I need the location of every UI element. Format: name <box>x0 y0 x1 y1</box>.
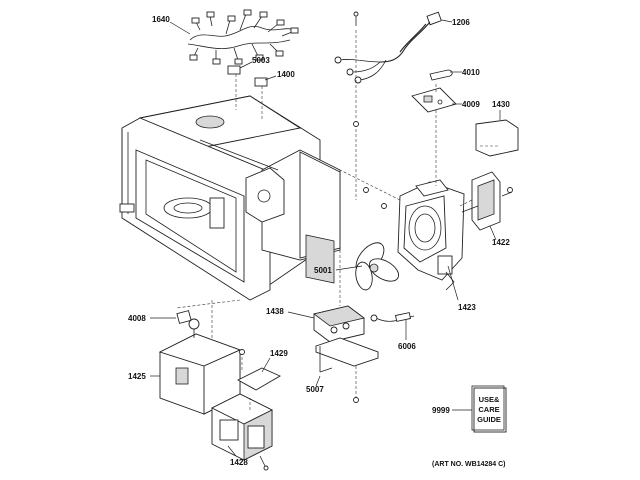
interlock-switch-5003 <box>227 61 253 75</box>
label-1423: 1423 <box>458 303 476 312</box>
label-5001: 5001 <box>314 266 332 275</box>
alignment-lines <box>175 30 473 410</box>
guide-line-1: USE& <box>479 395 500 404</box>
diode-6006 <box>370 312 415 340</box>
label-1400: 1400 <box>277 70 295 79</box>
switch-1400 <box>254 75 277 87</box>
part-labels: 1640 1206 5003 1400 4010 4009 1430 1422 … <box>128 15 510 467</box>
use-care-guide-9999: USE& CARE GUIDE <box>452 385 507 433</box>
oven-cavity <box>119 95 341 301</box>
label-4009: 4009 <box>462 100 480 109</box>
label-1425: 1425 <box>128 372 146 381</box>
label-1422: 1422 <box>492 238 510 247</box>
label-5007: 5007 <box>306 385 324 394</box>
label-4008: 4008 <box>128 314 146 323</box>
fan-blade-5001 <box>335 242 400 291</box>
label-9999: 9999 <box>432 406 450 415</box>
screws <box>239 121 513 403</box>
capacitor-1438 <box>287 305 365 343</box>
thermostat-4008 <box>150 310 192 324</box>
capacitor-bracket-5007 <box>315 337 379 387</box>
label-4010: 4010 <box>462 68 480 77</box>
plate-1430 <box>475 110 519 157</box>
label-1428: 1428 <box>230 458 248 467</box>
guide-line-3: GUIDE <box>477 415 501 424</box>
control-board-4009 <box>411 87 462 113</box>
label-1206: 1206 <box>452 18 470 27</box>
thermal-cutout-4010 <box>429 69 462 81</box>
label-5003: 5003 <box>252 56 270 65</box>
transformer-1428 <box>210 393 274 471</box>
power-cord-1206 <box>334 11 453 84</box>
label-1429: 1429 <box>270 349 288 358</box>
label-1640: 1640 <box>152 15 170 24</box>
wire-harness-1640 <box>169 9 299 65</box>
label-6006: 6006 <box>398 342 416 351</box>
label-1438: 1438 <box>266 307 284 316</box>
label-1430: 1430 <box>492 100 510 109</box>
fan-bracket-1423 <box>397 179 465 301</box>
damper-1422 <box>461 171 513 241</box>
art-number: (ART NO. WB14284 C) <box>432 461 506 468</box>
magnetron-cover-1425 <box>150 318 242 415</box>
shield-plate-1429 <box>237 357 281 391</box>
guide-line-2: CARE <box>478 405 499 414</box>
